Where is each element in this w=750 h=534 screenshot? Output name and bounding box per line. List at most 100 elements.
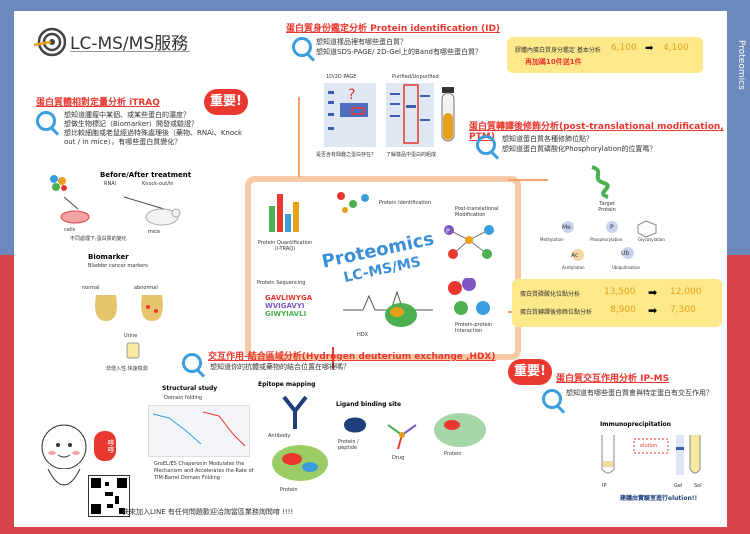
ipms-caption: 建議由實驗室進行elution!! (620, 495, 698, 502)
biomarker-title: Biomarker (88, 253, 129, 261)
arrow-right-icon: ➡ (648, 304, 658, 317)
gel-image-1: ? (324, 83, 376, 147)
ip-title: Immunoprecipitation (600, 421, 671, 428)
mod-phosphorylation: Phosphorylation (590, 237, 623, 242)
id-question-1: 想知道樣品裡有哪些蛋白質？ (316, 38, 407, 46)
structural-title: Structural study (162, 385, 218, 392)
sol-label: Sol (694, 483, 702, 489)
gel-image-label-1: 1D/2D PAGE (326, 74, 357, 80)
seq-line-2: WVIGAVYI (265, 302, 305, 310)
antibody-icon (280, 395, 310, 431)
hdx-protein-icon (383, 300, 419, 330)
mod-abbr-ub: Ub (621, 250, 630, 257)
connector-ptm (508, 179, 548, 181)
treatment-arrows (54, 195, 194, 211)
ipms-question-1: 想知道有哪些蛋白質會與特定蛋白有交互作用？ (566, 389, 713, 397)
gel-caption-2: 了解樣品中蛋白的組成 (386, 152, 437, 158)
qr-code-icon[interactable] (88, 475, 130, 517)
arrow-right-icon: ➡ (648, 286, 658, 299)
protein-peptide-label: Protein / peptide (338, 439, 359, 451)
molecule-icon (335, 190, 371, 216)
important-stamp-itraq: 重要! (204, 89, 248, 115)
ligand-title: Ligand binding site (336, 401, 402, 408)
price-ptm-row1-new: 12,000 (670, 287, 702, 297)
bladder-icons (92, 291, 172, 325)
normal-label: normal (82, 285, 100, 291)
ligand-blob-icon (340, 413, 370, 437)
hub-pid: Protein Identification (379, 200, 431, 206)
urine-cup-icon (126, 341, 140, 359)
hub-ptm: Post-translational Modification (455, 206, 499, 218)
magnifier-icon (542, 389, 562, 409)
protein-label-2: Protein (444, 451, 462, 457)
itraq-question-1: 想知道腫瘤中某個、或某些蛋白的濃度？ (64, 111, 190, 119)
itraq-questions: 想知道腫瘤中某個、或某些蛋白的濃度？ 想做生物標記（Biomarker）開發或驗… (64, 111, 254, 147)
price-id-old: 6,100 (611, 43, 637, 53)
seq-line-3: GIWYIAVLI (265, 310, 307, 318)
sequence-block: GAVLIWYGA WVIGAVYI GIWYIAVLI (265, 294, 312, 318)
mouse-icon (142, 205, 182, 227)
treatment-caption: 不同處理下,蛋白質的變化 (70, 236, 127, 242)
mod-abbr-me: Me (562, 224, 571, 231)
magnifier-icon (36, 111, 56, 131)
urine-label: Urine (124, 333, 138, 339)
epitope-title: Epitope mapping (258, 381, 316, 388)
mod-methylation: Methylation (540, 237, 564, 242)
ptm-letter-p: P (446, 228, 450, 235)
gel-label: Gel (674, 483, 683, 489)
ptm-mods-diagram (554, 219, 664, 269)
itraq-question-2: 想做生物標記（Biomarker）開發或驗證？ (64, 120, 199, 128)
tube-icon (440, 87, 456, 145)
folding-label: Domain folding (164, 395, 203, 401)
ptm-question-1: 想知道蛋白質各種修飾位點？ (502, 135, 593, 143)
price-ptm-row2-old: 8,900 (610, 305, 636, 315)
drug-label: Drug (392, 455, 405, 461)
treatment-title: Before/After treatment (100, 171, 192, 179)
gel-image-2 (386, 83, 434, 147)
connector-hdx (332, 347, 334, 369)
line-footer[interactable]: 快來加入LINE 有任何問題歡迎洽詢當區業務詢問唷 !!!! (122, 508, 294, 516)
side-label: Proteomics (736, 40, 746, 90)
qmark-icon: ? (348, 87, 355, 103)
speech-bubble: 哆哆 (94, 431, 116, 461)
id-heading: 蛋白質身份鑑定分析 Protein identification (ID) (286, 24, 501, 34)
mod-ubiquitination: Ubiquitination (612, 265, 641, 270)
protein-label: Protein (280, 487, 298, 493)
target-protein-label: Target Protein (598, 201, 616, 213)
gel-image-label-2: Purified/Unpurified (392, 74, 439, 80)
mice-label: mice (148, 229, 161, 235)
folding-plots (148, 405, 250, 457)
ligand-protein-icon (432, 411, 488, 449)
hdx-question-1: 想知道你的抗體或藥物的結合位置在哪裡嗎？ (210, 363, 350, 371)
hub-quant: Protein Quantification (i-TRAQ) (257, 240, 313, 252)
important-stamp-ipms: 重要! (508, 359, 552, 385)
knock-label: Knock-out/in (142, 181, 174, 187)
ptm-molecule-icon: P (441, 220, 497, 260)
price-ptm-row1-label: 蛋白質磷酸化位點分析 (520, 291, 581, 298)
hdx-heading: 交互作用-結合區域分析(Hydrogen deuterium exchange … (208, 352, 496, 362)
gel-caption-1: 是否含有興趣之蛋白存在? (316, 152, 374, 158)
id-question-2: 想知道SDS-PAGE/ 2D-Gel上的Band有哪些蛋白質？ (316, 48, 482, 56)
bar-chart-icon (265, 190, 309, 234)
paper-title: GroEL/ES Chaperonin Modulates the Mechan… (154, 461, 254, 481)
antibody-label: Antibody (268, 433, 291, 439)
mod-abbr-ac: Ac (571, 252, 579, 259)
ipms-heading: 蛋白質交互作用分析 IP-MS (556, 374, 670, 384)
arrow-right-icon: ➡ (645, 43, 654, 54)
title-divider (70, 51, 190, 52)
magnifier-icon (182, 353, 202, 373)
abnormal-label: abnormal (134, 285, 158, 291)
hub-hdx: HDX (357, 332, 369, 338)
hub-ppi: Protein-protein Interaction (455, 322, 493, 334)
magnifier-icon (292, 37, 312, 57)
proteomics-hub: Protein Quantification (i-TRAQ) Protein … (245, 176, 521, 360)
mod-acetylation: Acetylation (562, 265, 585, 270)
price-id-label: 膠體內蛋白質身分鑑定 基本分析 (515, 47, 601, 54)
mod-abbr-p: P (610, 224, 614, 231)
itraq-heading: 蛋白質體相對定量分析 iTRAQ (36, 98, 160, 108)
ppi-icon (447, 277, 495, 318)
price-id-new: 4,100 (663, 43, 689, 53)
cells-dish-icon (60, 209, 90, 224)
ip-diagram (594, 431, 704, 481)
price-box-ptm: 蛋白質磷酸化位點分析 13,500 ➡ 12,000 蛋白質轉譯後修飾位點分析 … (512, 279, 722, 327)
